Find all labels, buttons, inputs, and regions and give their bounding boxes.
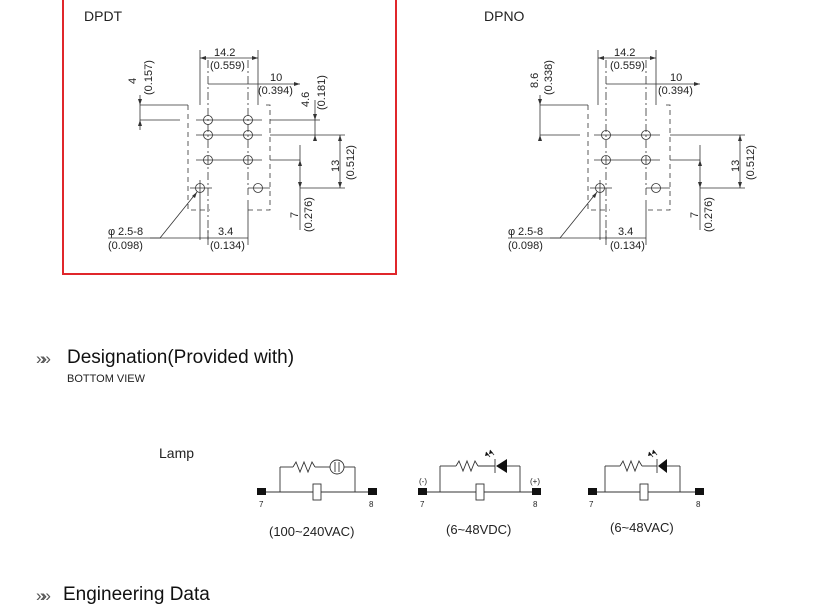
dpdt-hole-dim-in: (0.098) <box>108 240 143 252</box>
dpdt-right-dim-in: (0.394) <box>258 85 293 97</box>
dpdt-tall-dim-in: (0.512) <box>345 145 357 180</box>
dpdt-left-dim: 4 <box>127 78 139 84</box>
circuit1-pin-right: 8 <box>369 500 374 509</box>
dpno-bottom-dim-in: (0.276) <box>703 197 715 232</box>
dpdt-tall-dim: 13 <box>330 160 342 172</box>
dpno-tall-dim: 13 <box>730 160 742 172</box>
dpdt-small-dim: 4.6 <box>300 92 312 107</box>
dpdt-top-dim-in: (0.559) <box>210 60 245 72</box>
circuit1-pin-left: 7 <box>259 500 264 509</box>
circuit3-pin-right: 8 <box>696 500 701 509</box>
dpno-left-dim-in: (0.338) <box>543 60 555 95</box>
dpno-title: DPNO <box>484 8 525 24</box>
dpdt-phi: φ <box>108 226 115 238</box>
circuit2-caption: (6~48VDC) <box>446 522 512 537</box>
engineering-chevron-icon: »» <box>36 586 51 605</box>
dpno-pitch-dim-in: (0.134) <box>610 240 645 252</box>
circuit3-caption: (6~48VAC) <box>610 520 674 535</box>
designation-subtitle: BOTTOM VIEW <box>67 373 146 385</box>
dpdt-pitch-dim: 3.4 <box>218 226 233 238</box>
circuit2-polarity-left: (-) <box>419 477 427 486</box>
dpno-bottom-dim: 7 <box>689 212 701 218</box>
dpno-right-dim-in: (0.394) <box>658 85 693 97</box>
dpno-top-dim: 14.2 <box>614 47 635 59</box>
dpno-hole-dim: 2.5-8 <box>518 226 543 238</box>
dpdt-bottom-dim: 7 <box>289 212 301 218</box>
dpdt-pitch-dim-in: (0.134) <box>210 240 245 252</box>
designation-title: Designation(Provided with) <box>67 347 295 368</box>
dpdt-hole-dim: 2.5-8 <box>118 226 143 238</box>
dpno-right-dim: 10 <box>670 72 682 84</box>
circuit2-pin-left: 7 <box>420 500 425 509</box>
dpno-pitch-dim: 3.4 <box>618 226 633 238</box>
dpno-left-dim: 8.6 <box>529 73 541 88</box>
dpdt-bottom-dim-in: (0.276) <box>303 197 315 232</box>
dpdt-right-dim: 10 <box>270 72 282 84</box>
lamp-label: Lamp <box>159 445 195 461</box>
dpno-tall-dim-in: (0.512) <box>745 145 757 180</box>
dpno-phi: φ <box>508 226 515 238</box>
dpno-top-dim-in: (0.559) <box>610 60 645 72</box>
dpdt-small-dim-in: (0.181) <box>316 75 328 110</box>
engineering-title: Engineering Data <box>63 584 210 605</box>
circuit2-pin-right: 8 <box>533 500 538 509</box>
dpdt-title: DPDT <box>84 8 123 24</box>
circuit3-pin-left: 7 <box>589 500 594 509</box>
circuit2-polarity-right: (+) <box>530 477 540 486</box>
dpno-hole-dim-in: (0.098) <box>508 240 543 252</box>
dpdt-left-dim-in: (0.157) <box>143 60 155 95</box>
dpdt-top-dim: 14.2 <box>214 47 235 59</box>
dpdt-highlight-frame <box>62 0 397 275</box>
circuit1-caption: (100~240VAC) <box>269 524 355 539</box>
